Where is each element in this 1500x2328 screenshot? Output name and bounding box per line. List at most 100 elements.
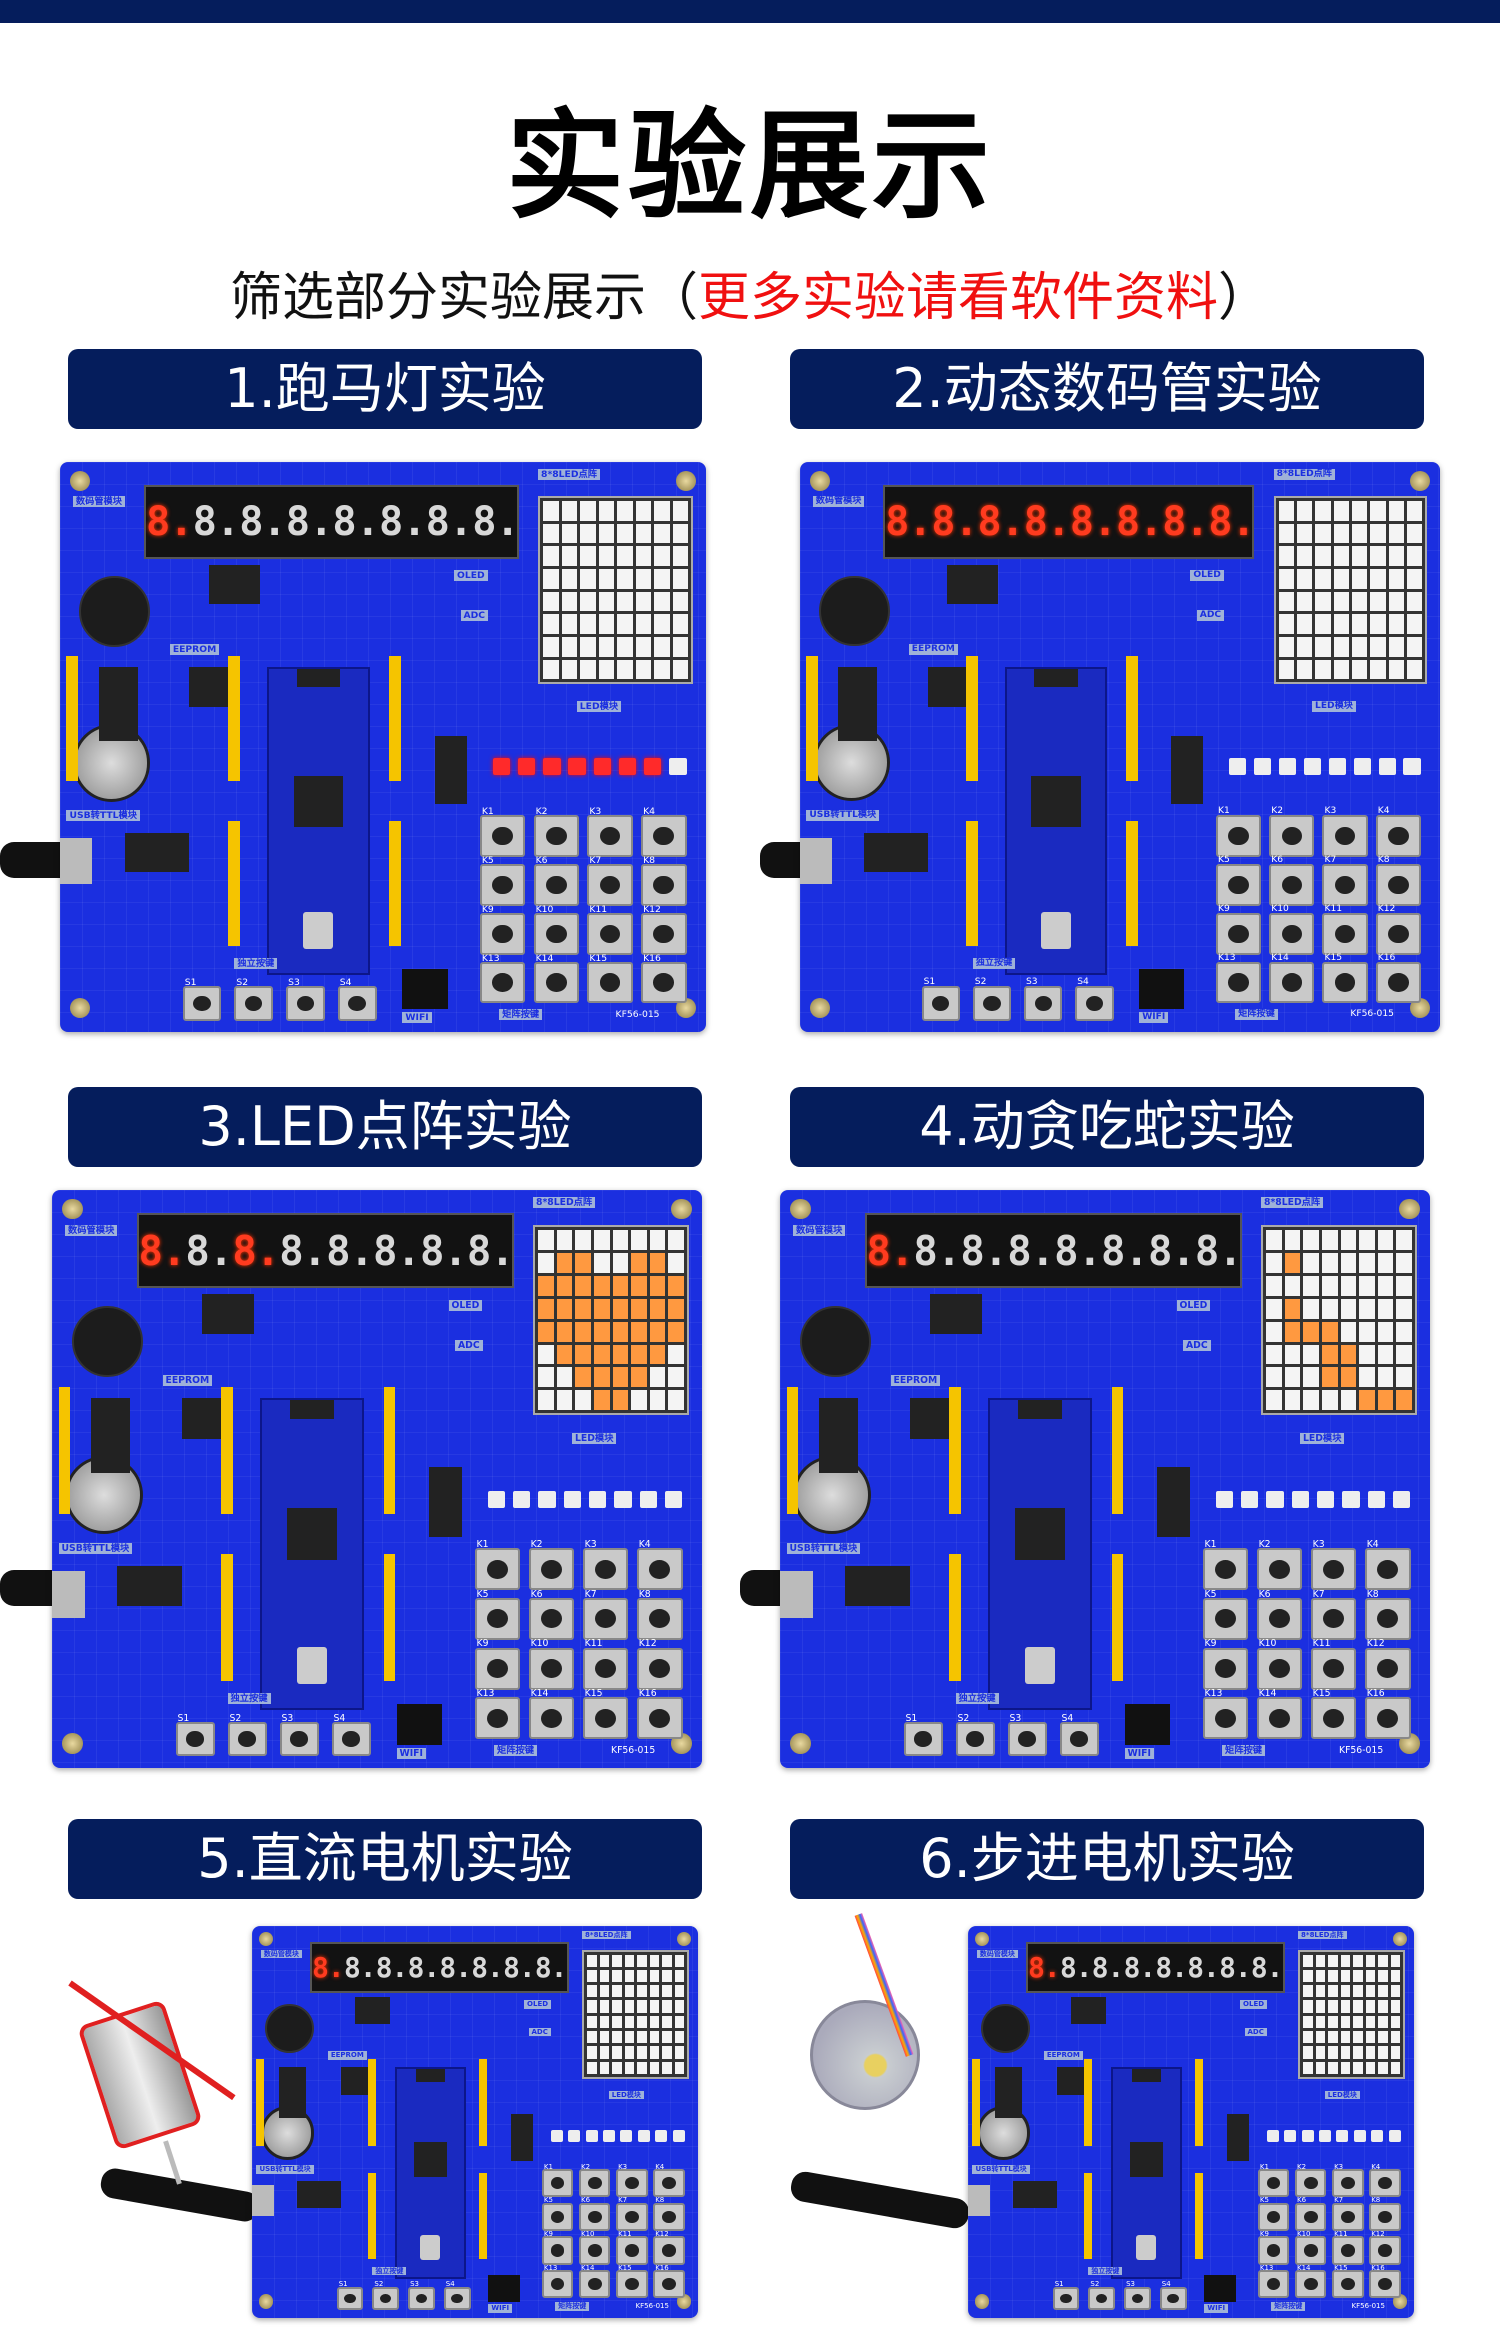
key-button[interactable]: K16 [1375, 953, 1421, 1004]
key-button[interactable]: K14 [1269, 953, 1315, 1004]
key-button[interactable]: K8 [636, 1589, 683, 1640]
key-button[interactable]: K12 [636, 1638, 683, 1690]
switch-button[interactable]: S3 [1007, 1713, 1047, 1757]
key-button[interactable]: K16 [1369, 2264, 1401, 2299]
key-button[interactable]: K16 [653, 2264, 685, 2299]
key-button[interactable]: K14 [1256, 1688, 1303, 1740]
key-button[interactable]: K8 [1364, 1589, 1411, 1640]
key-button[interactable]: K3 [587, 806, 633, 857]
switch-button[interactable]: S4 [1075, 977, 1114, 1021]
key-button[interactable]: K4 [1375, 806, 1421, 857]
key-button[interactable]: K7 [587, 855, 633, 906]
key-button[interactable]: K1 [1216, 806, 1262, 857]
key-button[interactable]: K15 [616, 2264, 648, 2299]
switch-button[interactable]: S4 [443, 2280, 471, 2311]
switch-button[interactable]: S1 [1052, 2280, 1080, 2311]
key-button[interactable]: K16 [1364, 1688, 1411, 1740]
key-button[interactable]: K9 [541, 2230, 574, 2265]
key-button[interactable]: K4 [1369, 2163, 1401, 2198]
key-button[interactable]: K4 [636, 1539, 683, 1591]
switch-button[interactable]: S2 [372, 2280, 400, 2311]
switch-button[interactable]: S1 [903, 1713, 943, 1757]
key-button[interactable]: K11 [582, 1638, 629, 1690]
switch-button[interactable]: S1 [921, 977, 960, 1021]
key-button[interactable]: K1 [541, 2163, 574, 2198]
key-button[interactable]: K6 [1269, 855, 1315, 906]
key-button[interactable]: K15 [1332, 2264, 1364, 2299]
key-button[interactable]: K2 [578, 2163, 611, 2198]
key-button[interactable]: K8 [1375, 855, 1421, 906]
key-button[interactable]: K11 [616, 2230, 648, 2265]
switch-button[interactable]: S4 [331, 1713, 371, 1757]
key-button[interactable]: K6 [578, 2196, 611, 2232]
key-button[interactable]: K5 [1257, 2196, 1290, 2232]
key-button[interactable]: K9 [1257, 2230, 1290, 2265]
key-button[interactable]: K10 [578, 2230, 611, 2265]
key-button[interactable]: K1 [479, 806, 526, 857]
switch-button[interactable]: S1 [182, 977, 222, 1021]
key-button[interactable]: K6 [528, 1589, 575, 1640]
key-button[interactable]: K2 [1294, 2163, 1327, 2198]
switch-button[interactable]: S1 [175, 1713, 215, 1757]
key-button[interactable]: K12 [1375, 904, 1421, 955]
switch-button[interactable]: S3 [279, 1713, 319, 1757]
key-button[interactable]: K7 [616, 2196, 648, 2232]
switch-button[interactable]: S4 [337, 977, 377, 1021]
key-button[interactable]: K12 [653, 2230, 685, 2265]
key-button[interactable]: K3 [1322, 806, 1368, 857]
key-button[interactable]: K2 [533, 806, 580, 857]
key-button[interactable]: K13 [479, 953, 526, 1004]
key-button[interactable]: K8 [1369, 2196, 1401, 2232]
key-button[interactable]: K2 [1256, 1539, 1303, 1591]
key-button[interactable]: K16 [636, 1688, 683, 1740]
key-button[interactable]: K5 [1216, 855, 1262, 906]
key-button[interactable]: K7 [1310, 1589, 1357, 1640]
switch-button[interactable]: S4 [1059, 1713, 1099, 1757]
key-button[interactable]: K7 [1332, 2196, 1364, 2232]
key-button[interactable]: K11 [587, 904, 633, 955]
key-button[interactable]: K3 [1332, 2163, 1364, 2198]
switch-button[interactable]: S3 [408, 2280, 435, 2311]
key-button[interactable]: K8 [641, 855, 687, 906]
key-button[interactable]: K9 [479, 904, 526, 955]
key-button[interactable]: K1 [474, 1539, 521, 1591]
key-button[interactable]: K13 [474, 1688, 521, 1740]
key-button[interactable]: K1 [1257, 2163, 1290, 2198]
switch-button[interactable]: S4 [1159, 2280, 1187, 2311]
key-button[interactable]: K10 [533, 904, 580, 955]
key-button[interactable]: K5 [474, 1589, 521, 1640]
key-button[interactable]: K11 [1322, 904, 1368, 955]
key-button[interactable]: K9 [1216, 904, 1262, 955]
key-button[interactable]: K14 [528, 1688, 575, 1740]
key-button[interactable]: K4 [641, 806, 687, 857]
key-button[interactable]: K15 [1310, 1688, 1357, 1740]
key-button[interactable]: K3 [1310, 1539, 1357, 1591]
key-button[interactable]: K13 [1216, 953, 1262, 1004]
key-button[interactable]: K14 [533, 953, 580, 1004]
switch-button[interactable]: S2 [955, 1713, 995, 1757]
key-button[interactable]: K7 [1322, 855, 1368, 906]
key-button[interactable]: K5 [1202, 1589, 1249, 1640]
key-button[interactable]: K4 [653, 2163, 685, 2198]
switch-button[interactable]: S2 [227, 1713, 267, 1757]
key-button[interactable]: K8 [653, 2196, 685, 2232]
key-button[interactable]: K10 [528, 1638, 575, 1690]
key-button[interactable]: K9 [1202, 1638, 1249, 1690]
key-button[interactable]: K7 [582, 1589, 629, 1640]
key-button[interactable]: K5 [541, 2196, 574, 2232]
switch-button[interactable]: S3 [1024, 977, 1063, 1021]
switch-button[interactable]: S3 [1124, 2280, 1151, 2311]
key-button[interactable]: K13 [541, 2264, 574, 2299]
key-button[interactable]: K11 [1332, 2230, 1364, 2265]
key-button[interactable]: K3 [582, 1539, 629, 1591]
key-button[interactable]: K2 [528, 1539, 575, 1591]
switch-button[interactable]: S3 [286, 977, 325, 1021]
key-button[interactable]: K5 [479, 855, 526, 906]
key-button[interactable]: K12 [1369, 2230, 1401, 2265]
key-button[interactable]: K16 [641, 953, 687, 1004]
key-button[interactable]: K2 [1269, 806, 1315, 857]
key-button[interactable]: K6 [1256, 1589, 1303, 1640]
key-button[interactable]: K9 [474, 1638, 521, 1690]
key-button[interactable]: K12 [641, 904, 687, 955]
key-button[interactable]: K3 [616, 2163, 648, 2198]
